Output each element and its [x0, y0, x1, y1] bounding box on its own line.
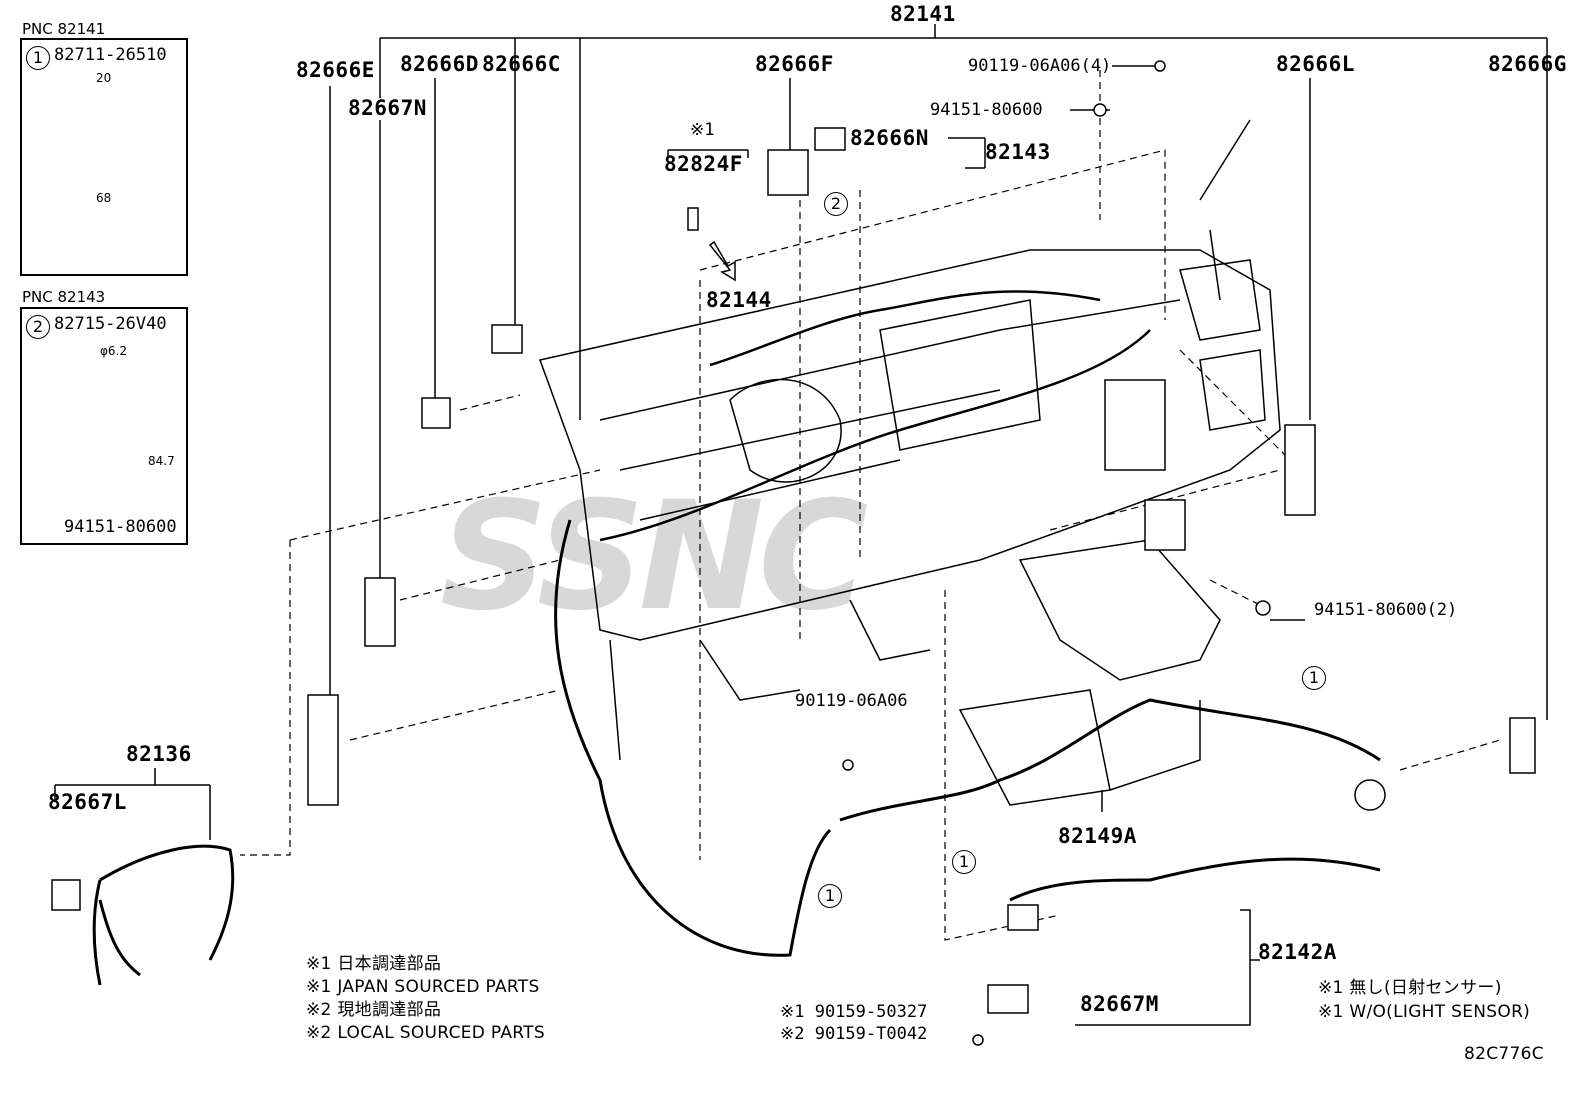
inset-1-dim-bottom: 68: [96, 191, 112, 205]
label-82666C: 82666C: [482, 52, 561, 76]
label-82824F: 82824F: [664, 152, 743, 176]
label-mark-1: ※1: [690, 120, 715, 140]
label-clip-top: 94151-80600: [930, 100, 1043, 120]
label-bolt-top: 90119-06A06(4): [968, 56, 1112, 76]
label-82144: 82144: [706, 288, 772, 312]
inset-2-dim-diameter: φ6.2: [100, 344, 127, 358]
circle-ref-1-middle: 1: [952, 850, 976, 874]
label-82142A: 82142A: [1258, 940, 1337, 964]
note-left-4: ※2 LOCAL SOURCED PARTS: [306, 1023, 545, 1043]
label-82666N: 82666N: [850, 126, 929, 150]
note-right-2: ※1 W/O(LIGHT SENSOR): [1318, 1002, 1531, 1022]
label-82666G: 82666G: [1488, 52, 1567, 76]
label-screw-1: ※1 90159-50327: [780, 1002, 928, 1022]
inset-1-circle: 1: [26, 46, 50, 70]
label-82667L: 82667L: [48, 790, 127, 814]
watermark: SSNC: [440, 470, 868, 644]
inset-1-box: [20, 38, 188, 276]
label-bolt-mid: 90119-06A06: [795, 691, 908, 711]
label-82667M: 82667M: [1080, 992, 1159, 1016]
inset-1-pnc-label: PNC 82141: [22, 20, 106, 38]
inset-2-circle: 2: [26, 315, 50, 339]
label-clip-right: 94151-80600(2): [1314, 600, 1458, 620]
inset-2-dim-height: 84.7: [148, 454, 175, 468]
note-left-3: ※2 現地調達部品: [306, 1000, 442, 1020]
inset-2-box: [20, 307, 188, 545]
circle-ref-1-right: 1: [1302, 666, 1326, 690]
note-left-2: ※1 JAPAN SOURCED PARTS: [306, 977, 540, 997]
label-82666F: 82666F: [755, 52, 834, 76]
note-left-1: ※1 日本調達部品: [306, 954, 442, 974]
circle-ref-1-left: 1: [818, 884, 842, 908]
inset-2-clip-part: 94151-80600: [64, 517, 177, 537]
label-82666L: 82666L: [1276, 52, 1355, 76]
note-right-1: ※1 無し(日射センサー): [1318, 978, 1502, 998]
inset-1-dim-top: 20: [96, 71, 112, 85]
inset-1-part-number: 82711-26510: [54, 45, 167, 65]
label-82136: 82136: [126, 742, 192, 766]
inset-2-pnc-label: PNC 82143: [22, 288, 106, 306]
label-82666D: 82666D: [400, 52, 479, 76]
drawing-code: 82C776C: [1464, 1044, 1544, 1064]
label-82141: 82141: [890, 2, 956, 26]
label-82149A: 82149A: [1058, 824, 1137, 848]
label-82666E: 82666E: [296, 58, 375, 82]
label-82667N: 82667N: [348, 96, 427, 120]
circle-ref-2: 2: [824, 192, 848, 216]
inset-2-part-number: 82715-26V40: [54, 314, 167, 334]
label-screw-2: ※2 90159-T0042: [780, 1024, 928, 1044]
label-82143: 82143: [985, 140, 1051, 164]
